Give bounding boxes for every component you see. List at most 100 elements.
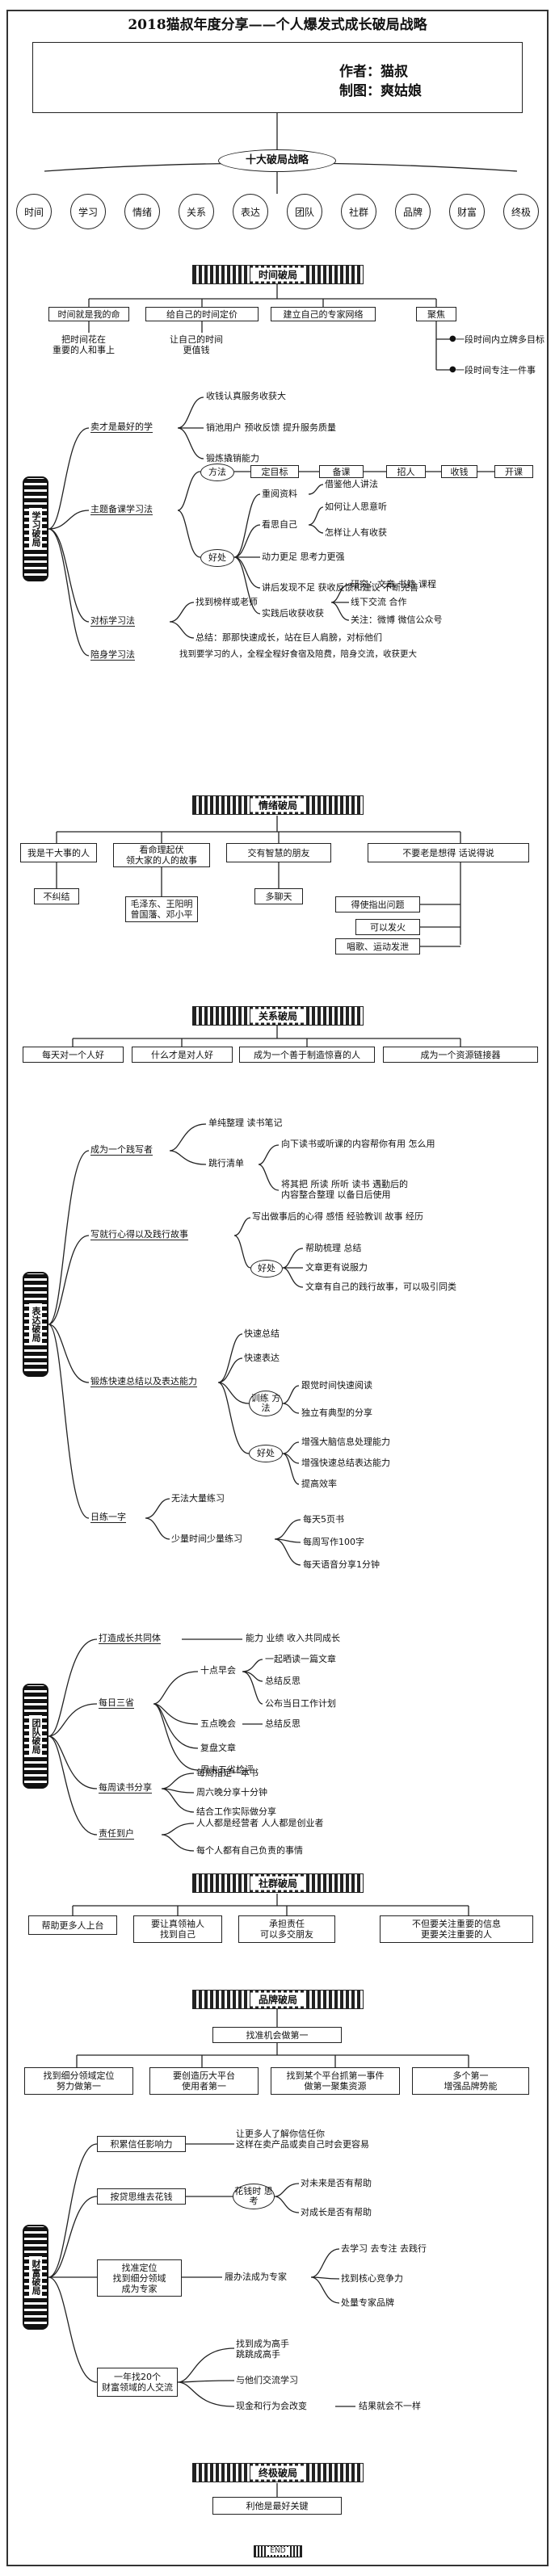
wealth-b4-item-2: 与他们交流学习 <box>236 2375 298 2385</box>
benchmark-1: 找到榜样或老师 <box>196 597 258 607</box>
strategy-circle: 关系 <box>179 194 214 229</box>
community-node-4: 不但要关注重要的信息 更要关注重要的人 <box>380 1915 533 1943</box>
express-branch-1: 成为一个践写者 <box>90 1144 153 1156</box>
time-node-4: 聚焦 <box>416 307 456 321</box>
express-b2-note: 写出做事后的心得 感悟 经验教训 故事 经历 <box>252 1211 423 1222</box>
team-b4-item-1: 人人都是经营者 人人都是创业者 <box>196 1818 324 1828</box>
time-sub-1: 把时间花在 重要的人和事上 <box>53 334 115 355</box>
page-frame <box>6 10 549 2566</box>
strategy-circle: 团队 <box>287 194 322 229</box>
express-b1-note: 向下读书或听课的内容帮你有用 怎么用 <box>281 1139 435 1149</box>
community-node-3: 承担责任 可以多交朋友 <box>238 1915 335 1943</box>
express-branch-2: 写就行心得以及践行故事 <box>90 1229 188 1240</box>
strategy-circle: 时间 <box>16 194 52 229</box>
section-banner-brand: 品牌破局 <box>192 1990 364 2009</box>
benefit-oval: 好处 <box>200 549 234 567</box>
wealth-branch-3: 找准定位 找到细分领域 成为专家 <box>97 2259 182 2297</box>
brand-node-4: 多个第一 增强品牌势能 <box>412 2067 529 2095</box>
emotion-node-1: 我是干大事的人 <box>20 843 97 862</box>
time-node-1: 时间就是我的命 <box>48 307 129 321</box>
wealth-b3-item-1: 去学习 去专注 去践行 <box>341 2243 427 2254</box>
benefit-4: 讲后发现不足 获收反馈和建议 不断完善 <box>262 582 418 593</box>
strategy-circle: 品牌 <box>395 194 431 229</box>
express-b4-sub-3: 每天语音分享1分钟 <box>303 1559 380 1570</box>
time-node-3: 建立自己的专家网络 <box>271 307 376 321</box>
learn-b4-text: 找到要学习的人，全程全程好食宿及陪费，陪身交流，收获更大 <box>179 649 417 659</box>
wealth-branch-2: 按贷思维去花钱 <box>97 2188 186 2205</box>
team-b3-item-2: 周六晚分享十分钟 <box>196 1787 267 1798</box>
strategy-circle: 学习 <box>70 194 106 229</box>
community-node-2: 要让真领袖人 找到自己 <box>133 1915 222 1943</box>
wealth-b4-item-3: 现金和行为会改变 <box>236 2401 307 2411</box>
section-badge-team: 团队破局 <box>23 1684 48 1789</box>
community-node-1: 帮助更多人上台 <box>28 1915 117 1935</box>
benchmark-sub-1: 研究：文章 书籍 课程 <box>351 579 436 589</box>
express-b3-hc-3: 提高效率 <box>301 1479 337 1489</box>
time-sub-2: 让自己的时间 更值钱 <box>170 334 223 355</box>
section-badge-wealth: 财富破局 <box>23 2225 48 2330</box>
emotion-sub-3: 多聊天 <box>254 888 303 904</box>
emotion-sub-5: 可以发火 <box>355 919 420 935</box>
team-b4-item-2: 每个人都有自己负责的事情 <box>196 1845 303 1856</box>
method-oval: 方法 <box>200 464 234 481</box>
express-b3-training: 训练 方法 <box>249 1391 283 1416</box>
benefit-sub-3: 怎样让人有收获 <box>325 527 387 538</box>
express-b3-hc-1: 增强大脑信息处理能力 <box>301 1437 390 1447</box>
center-node: 十大破局战略 <box>218 149 336 172</box>
wealth-b1-text: 让更多人了解你信任你 这样在卖产品或卖自己时会更容易 <box>236 2129 369 2150</box>
team-branch-1: 打造成长共同体 <box>99 1633 161 1644</box>
express-b4-sub-1: 每天5页书 <box>303 1514 344 1525</box>
step-1: 定目标 <box>250 465 299 478</box>
relation-node-4: 成为一个资源链接器 <box>383 1047 538 1063</box>
benchmark-2: 总结：那那快速成长，站在巨人肩膀，对标他们 <box>196 632 382 643</box>
step-5: 开课 <box>494 465 533 478</box>
express-b4-item-1: 无法大量练习 <box>171 1493 225 1504</box>
strategy-circle: 表达 <box>233 194 268 229</box>
strategy-circle: 终极 <box>503 194 539 229</box>
team-b2-sub-3: 公布当日工作计划 <box>265 1698 336 1709</box>
express-b2-benefit: 好处 <box>250 1260 283 1278</box>
brand-node-2: 要创造历大平台 使用者第一 <box>149 2067 259 2095</box>
footer-end-mark: END <box>254 2545 302 2557</box>
brand-node-3: 找到某个平台抓第一事件 做第一聚集资源 <box>271 2067 400 2095</box>
learn-branch-1: 卖才是最好的学 <box>90 422 153 433</box>
bullet-icon: ● <box>449 365 456 374</box>
learn-b1-item-1: 收钱认真服务收获大 <box>206 391 286 401</box>
express-b1-item-1: 单纯整理 读书笔记 <box>208 1118 283 1128</box>
section-banner-ultimate: 终极破局 <box>192 2463 364 2482</box>
emotion-sub-2: 毛泽东、王阳明 曾国藩、邓小平 <box>125 896 198 922</box>
benchmark-sub-3: 关注：微博 微信公众号 <box>351 615 443 625</box>
express-b2-sub-2: 文章更有说服力 <box>305 1262 368 1273</box>
benefit-sub-2: 如何让人思意听 <box>325 501 387 512</box>
express-b4-item-2: 少量时间少量练习 <box>171 1533 242 1544</box>
relation-node-2: 什么才是对人好 <box>132 1047 233 1063</box>
express-b4-sub-2: 每周写作100字 <box>303 1537 364 1547</box>
emotion-node-2: 看命理起伏 领大家的人的故事 <box>113 843 210 867</box>
section-banner-community: 社群破局 <box>192 1873 364 1893</box>
learn-branch-2: 主题备课学习法 <box>90 504 153 515</box>
express-branch-3: 锻炼快速总结以及表达能力 <box>90 1376 197 1387</box>
section-banner-time: 时间破局 <box>192 265 364 284</box>
express-b1-item-2: 跳行清单 <box>208 1158 244 1168</box>
relation-node-1: 每天对一个人好 <box>23 1047 124 1063</box>
benefit-5: 实践后收获收获 <box>262 608 324 619</box>
team-b2-sub-4: 总结反思 <box>265 1718 301 1729</box>
emotion-node-3: 交有智慧的朋友 <box>226 843 331 862</box>
wealth-b3-mid: 履办法成为专家 <box>225 2272 287 2282</box>
wealth-b2-item-1: 对未来是否有帮助 <box>301 2178 372 2188</box>
strategy-circle: 情绪 <box>124 194 160 229</box>
wealth-b3-item-2: 找到核心竞争力 <box>341 2273 403 2284</box>
ultimate-node: 利他是最好关键 <box>212 2497 342 2515</box>
step-4: 收钱 <box>441 465 477 478</box>
wealth-branch-1: 积累信任影响力 <box>97 2136 186 2152</box>
team-branch-2: 每日三省 <box>99 1697 134 1709</box>
relation-node-3: 成为一个善于制造惊喜的人 <box>239 1047 375 1063</box>
learn-b1-item-2: 销池用户 预收反馈 提升服务质量 <box>206 422 336 433</box>
brand-top-node: 找准机会做第一 <box>212 2027 342 2043</box>
author-label: 作者：猫叔 <box>339 64 408 80</box>
wealth-b2-oval: 花钱时 思考 <box>233 2184 275 2209</box>
express-b3-item-1: 快速总结 <box>244 1328 280 1339</box>
team-branch-3: 每周读书分享 <box>99 1782 152 1794</box>
team-branch-4: 责任到户 <box>99 1828 134 1840</box>
